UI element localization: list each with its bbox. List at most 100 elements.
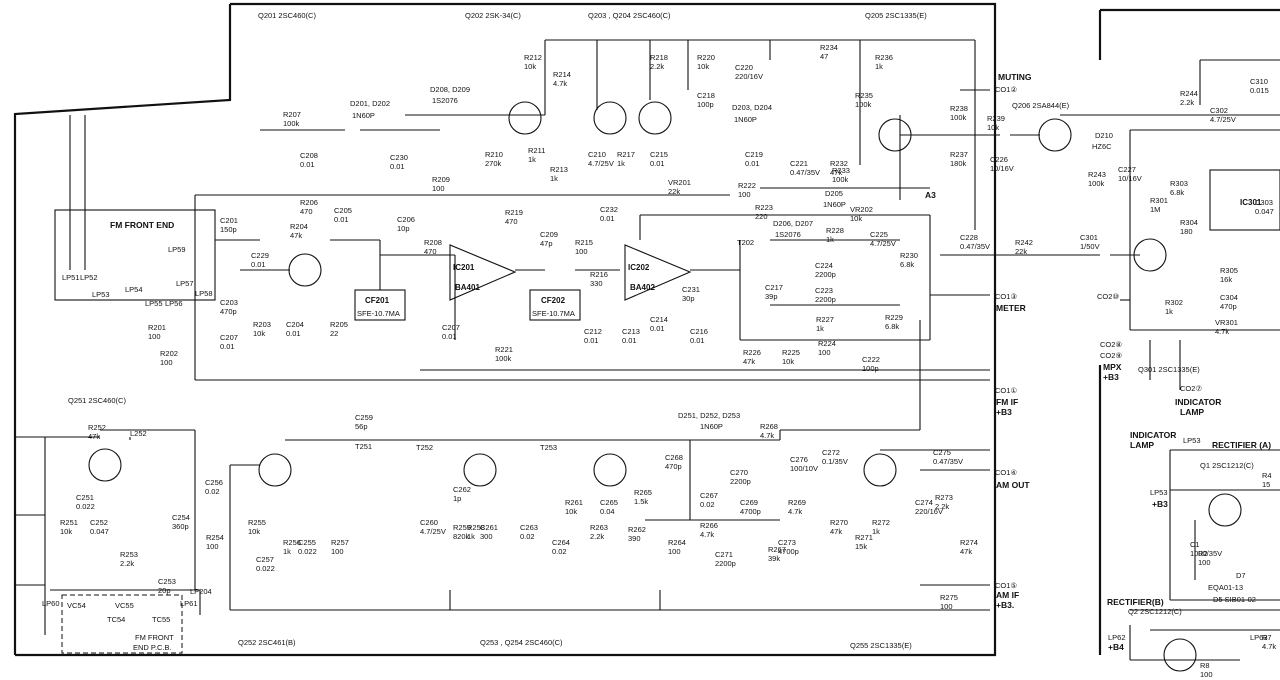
q206-symbol	[1038, 118, 1072, 152]
part-r255-value: 10k	[248, 527, 260, 536]
label-d205: D205	[825, 189, 843, 198]
label-rectifier-a: RECTIFIER (A)	[1212, 440, 1271, 450]
part-c215-value: 0.01	[650, 159, 665, 168]
part-c219-value: 0.01	[745, 159, 760, 168]
part-c259-value: 56p	[355, 422, 368, 431]
part-r8-ref: R8	[1200, 661, 1210, 670]
part-c220-ref: C220	[735, 63, 753, 72]
part-c271-ref: C271	[715, 550, 733, 559]
part-r203-ref: R203	[253, 320, 271, 329]
part-r237-value: 180k	[950, 159, 967, 168]
part-vr202-ref: VR202	[850, 205, 873, 214]
part-r234-value: 47	[820, 52, 828, 61]
part-r273-value: 2.2k	[935, 502, 949, 511]
part-c310-value: 0.015	[1250, 86, 1269, 95]
part-c276-ref: C276	[790, 455, 808, 464]
part-c301-value: 1/50V	[1080, 242, 1100, 251]
terminal-lp58: LP58	[195, 289, 213, 298]
label-cf201-part: SFE-10.7MA	[357, 309, 400, 318]
part-r259-ref: R259	[453, 523, 471, 532]
part-r233-value: 100k	[832, 175, 849, 184]
part-c1-value: 1000/35V	[1190, 549, 1222, 558]
part-c223-ref: C223	[815, 286, 833, 295]
part-c218-value: 100p	[697, 100, 714, 109]
section-labels: INDICATOR LAMP LP53 RECTIFIER (A) RECTIF…	[125, 190, 1271, 652]
part-r243-value: 100k	[1088, 179, 1105, 188]
part-c219-ref: C219	[745, 150, 763, 159]
part-c210-value: 4.7/25V	[588, 159, 614, 168]
label-d7-part: EQA01-13	[1208, 583, 1243, 592]
cf202-symbol	[529, 289, 581, 321]
part-r221-ref: R221	[495, 345, 513, 354]
part-r204-value: 47k	[290, 231, 302, 240]
part-c267-value: 0.02	[700, 500, 715, 509]
part-r262-value: 390	[628, 534, 641, 543]
part-r220-value: 10k	[697, 62, 709, 71]
part-c272-ref: C272	[822, 448, 840, 457]
part-r207-value: 100k	[283, 119, 300, 128]
terminal-t253: T253	[540, 443, 557, 452]
part-c255-value: 0.022	[298, 547, 317, 556]
label-d206-part: 1S2076	[775, 230, 801, 239]
part-c268-value: 470p	[665, 462, 682, 471]
part-r275-value: 100	[940, 602, 953, 611]
part-c204-value: 0.01	[286, 329, 301, 338]
part-c209-value: 47p	[540, 239, 553, 248]
part-c269-value: 4700p	[740, 507, 761, 516]
ic-symbols	[354, 244, 692, 321]
label-lp63: LP63	[1250, 633, 1268, 642]
part-r273-ref: R273	[935, 493, 953, 502]
part-c268-ref: C268	[665, 453, 683, 462]
conn-co1-4: CO1④	[995, 468, 1017, 477]
part-c208-value: 0.01	[300, 160, 315, 169]
part-c256-value: 0.02	[205, 487, 220, 496]
part-c228-ref: C228	[960, 233, 978, 242]
part-c209-ref: C209	[540, 230, 558, 239]
part-c231-ref: C231	[682, 285, 700, 294]
label-ic301: IC301	[1240, 198, 1262, 207]
part-c228-value: 0.47/35V	[960, 242, 990, 251]
part-r211-ref: R211	[528, 146, 545, 155]
part-c261-value: 300	[480, 532, 493, 541]
part-c254-value: 360p	[172, 522, 189, 531]
part-c260-value: 4.7/25V	[420, 527, 446, 536]
label-d201: D201, D202	[350, 99, 390, 108]
part-c263-ref: C263	[520, 523, 538, 532]
part-r208-value: 470	[424, 247, 437, 256]
part-c230-value: 0.01	[390, 162, 405, 171]
part-r258-ref: R258	[467, 523, 485, 532]
label-lp53-b: LP53	[1150, 488, 1168, 497]
part-r202-ref: R202	[160, 349, 178, 358]
part-r238-value: 100k	[950, 113, 967, 122]
terminal-lp51: LP51	[62, 273, 80, 282]
part-c222-value: 100p	[862, 364, 879, 373]
q201-symbol	[288, 253, 322, 287]
ic201-symbol	[449, 244, 517, 301]
q205-symbol	[878, 118, 912, 152]
terminal-t252: T252	[416, 443, 433, 452]
label-fm-pcb: FM FRONT	[135, 633, 174, 642]
part-r219-ref: R219	[505, 208, 523, 217]
part-r205-ref: R205	[330, 320, 348, 329]
q255-symbol	[863, 453, 897, 487]
part-r216-value: 330	[590, 279, 603, 288]
part-c251-ref: C251	[76, 493, 94, 502]
part-r253-ref: R253	[120, 550, 138, 559]
part-r264-value: 100	[668, 547, 681, 556]
conn-co1-5: CO1⑤	[995, 581, 1017, 590]
label-d7: D7	[1236, 571, 1246, 580]
part-c206-value: 10p	[397, 224, 410, 233]
part-c227-ref: C227	[1118, 165, 1136, 174]
part-c252-value: 0.047	[90, 527, 109, 536]
part-c274-value: 220/16V	[915, 507, 943, 516]
part-r227-ref: R227	[816, 315, 834, 324]
part-c205-value: 0.01	[334, 215, 349, 224]
part-r267-ref: R267	[768, 545, 786, 554]
label-q251: Q251 2SC460(C)	[68, 396, 126, 405]
part-r225-ref: R225	[782, 348, 800, 357]
part-r206-value: 470	[300, 207, 313, 216]
part-c270-ref: C270	[730, 468, 748, 477]
part-c260-ref: C260	[420, 518, 438, 527]
part-c302-ref: C302	[1210, 106, 1228, 115]
